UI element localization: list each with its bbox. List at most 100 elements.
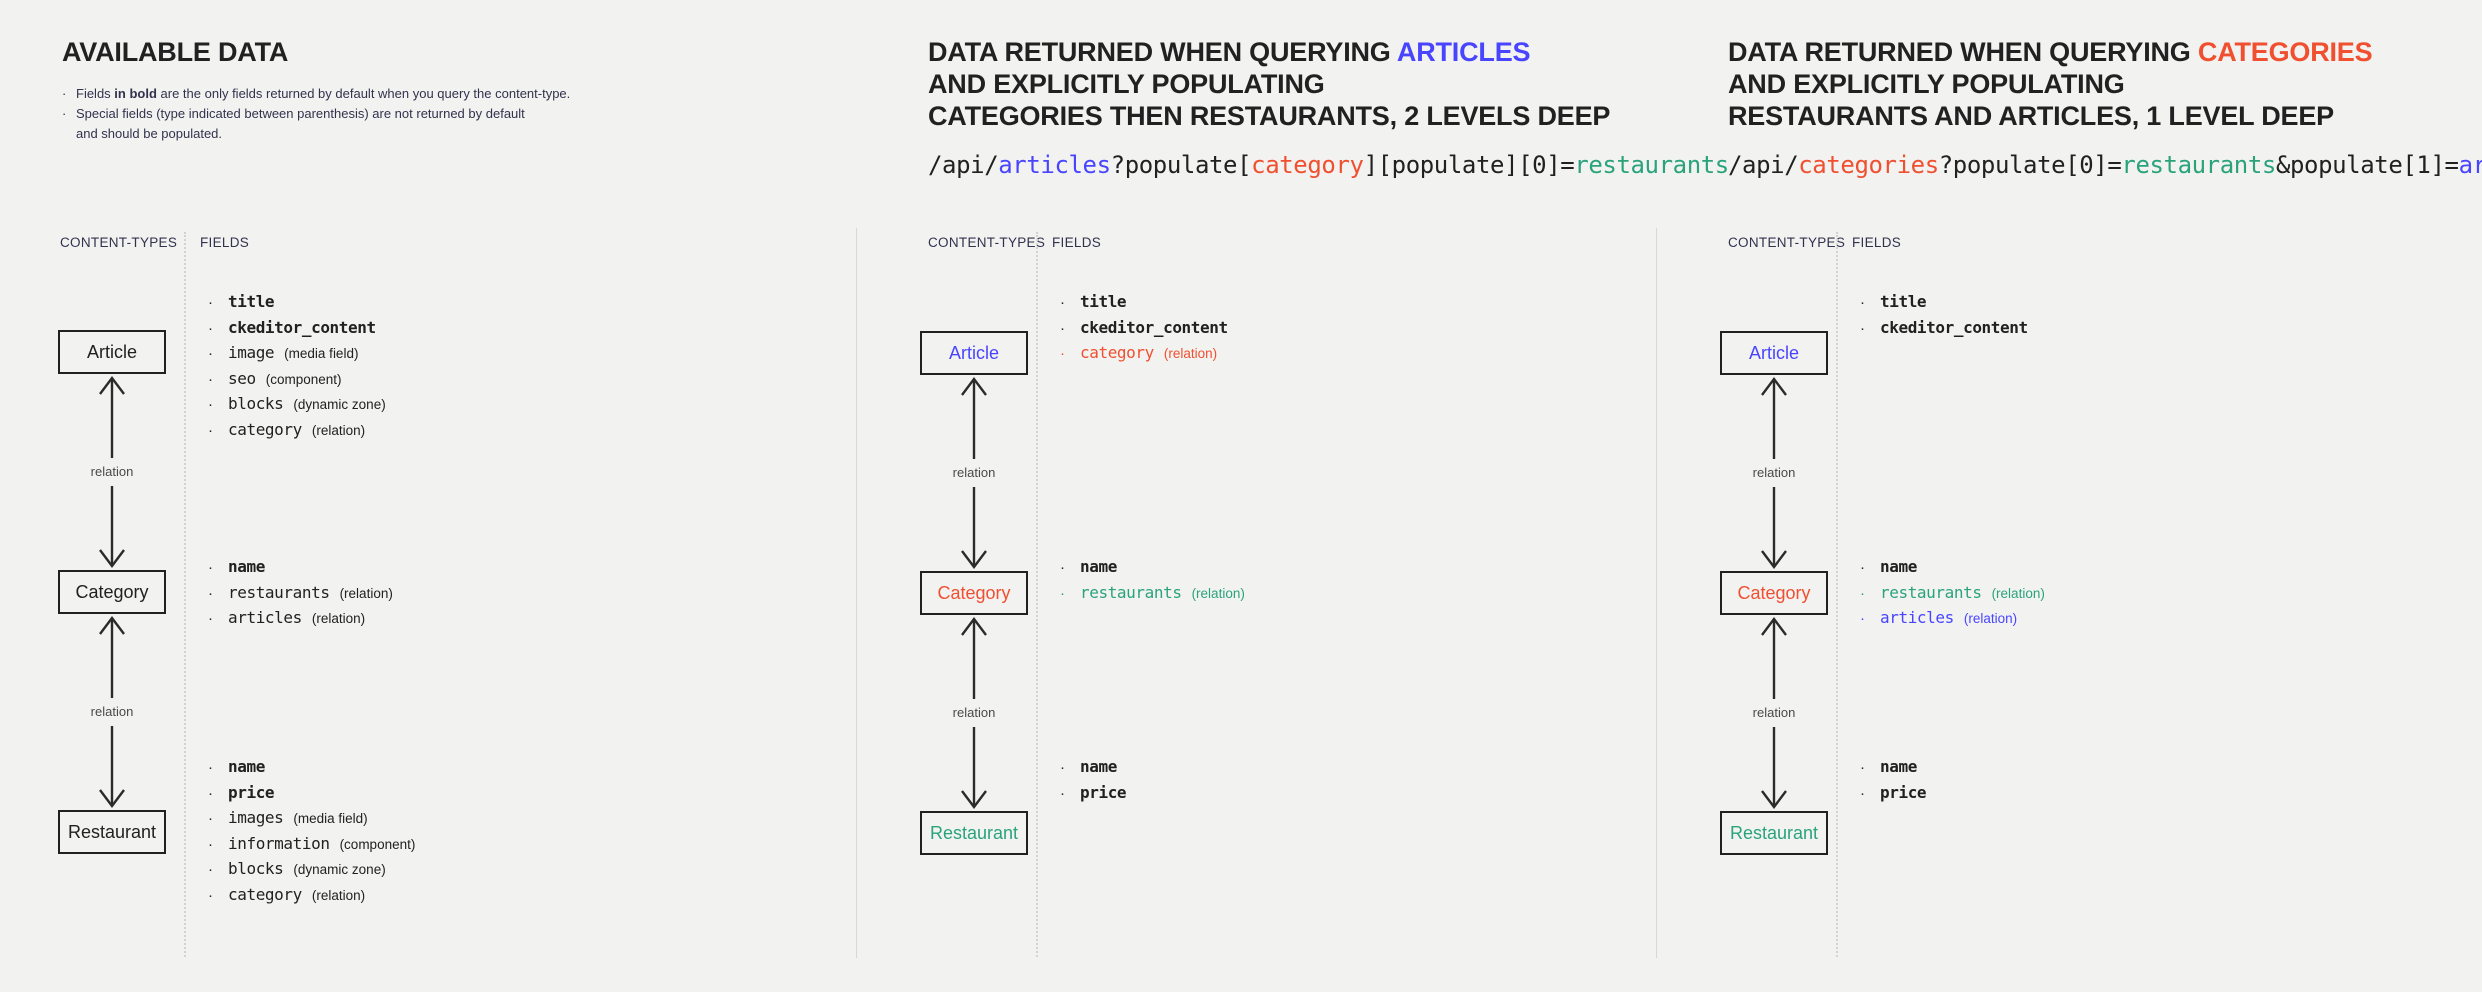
field-name: articles bbox=[1880, 608, 1954, 627]
section-query-categories: DATA RETURNED WHEN QUERYING CATEGORIES A… bbox=[1656, 0, 2482, 992]
relation-label: relation bbox=[948, 463, 1000, 483]
field-row: ·name bbox=[1860, 755, 1926, 781]
text-run-bold: in bold bbox=[114, 86, 157, 101]
list-item: and should be populated. bbox=[62, 124, 682, 144]
field-type: (relation) bbox=[1191, 585, 1245, 601]
col-header-content-types: CONTENT-TYPES bbox=[928, 235, 1046, 250]
content-type-box-article[interactable]: Article bbox=[1720, 331, 1828, 375]
bullet-icon: · bbox=[1860, 319, 1865, 337]
bullet-icon: · bbox=[1060, 759, 1065, 776]
section-title-line-3: CATEGORIES THEN RESTAURANTS, 2 LEVELS DE… bbox=[928, 100, 1610, 132]
field-type: (dynamic zone) bbox=[293, 862, 386, 877]
bullet-icon: · bbox=[208, 886, 213, 904]
section-title-line-3: RESTAURANTS AND ARTICLES, 1 LEVEL DEEP bbox=[1728, 100, 2334, 132]
field-name: images bbox=[228, 808, 284, 827]
field-list-article: ·title·ckeditor_content·image(media fiel… bbox=[208, 290, 386, 443]
bullet-icon: · bbox=[62, 106, 67, 121]
col-header-fields: FIELDS bbox=[1852, 235, 1902, 250]
field-row: ·blocks(dynamic zone) bbox=[208, 857, 415, 883]
field-name: category bbox=[1080, 343, 1154, 362]
bullet-icon: · bbox=[1060, 584, 1065, 602]
field-row: ·ckeditor_content bbox=[1060, 316, 1228, 342]
field-name: seo bbox=[228, 368, 256, 388]
field-row: ·images(media field) bbox=[208, 806, 415, 832]
section-title-line-1: DATA RETURNED WHEN QUERYING CATEGORIES bbox=[1728, 36, 2373, 68]
bullet-icon: · bbox=[1060, 294, 1065, 311]
field-name: ckeditor_content bbox=[1080, 317, 1228, 337]
content-type-box-category[interactable]: Category bbox=[920, 571, 1028, 615]
relation-label: relation bbox=[948, 703, 1000, 723]
field-type: (relation) bbox=[1963, 611, 2018, 626]
bullet-icon: · bbox=[208, 421, 213, 439]
api-url-segment: restaurants bbox=[1574, 151, 1729, 179]
bullet-icon: · bbox=[208, 610, 213, 627]
field-row: ·seo(component) bbox=[208, 367, 386, 393]
field-name: price bbox=[228, 782, 275, 802]
text-run: Special fields (type indicated between p… bbox=[76, 106, 525, 121]
content-type-label: Article bbox=[948, 343, 999, 363]
heading-run: DATA RETURNED WHEN QUERYING bbox=[1728, 37, 2198, 67]
field-row: ·name bbox=[208, 555, 393, 581]
heading-run: AND EXPLICITLY POPULATING bbox=[928, 69, 1325, 99]
dotted-divider bbox=[184, 232, 186, 957]
relation-label: relation bbox=[86, 702, 138, 722]
content-type-box-category[interactable]: Category bbox=[58, 570, 166, 614]
field-row: ·articles(relation) bbox=[1860, 606, 2045, 632]
content-type-box-restaurant[interactable]: Restaurant bbox=[58, 810, 166, 854]
field-type: (relation) bbox=[339, 585, 393, 601]
field-row: ·blocks(dynamic zone) bbox=[208, 392, 386, 418]
relation-arrow-article-category: relation bbox=[52, 374, 172, 570]
field-type: (component) bbox=[265, 371, 342, 387]
heading-run: DATA RETURNED WHEN QUERYING bbox=[928, 37, 1397, 67]
content-type-label: Category bbox=[75, 582, 149, 602]
col-header-content-types: CONTENT-TYPES bbox=[60, 235, 178, 250]
bullet-icon: · bbox=[208, 861, 213, 878]
field-name: name bbox=[228, 557, 265, 576]
col-header-fields: FIELDS bbox=[1052, 235, 1102, 250]
bullet-icon: · bbox=[208, 810, 213, 827]
content-type-box-article[interactable]: Article bbox=[58, 330, 166, 374]
field-list-restaurant: ·name·price bbox=[1060, 755, 1127, 806]
section-title: AVAILABLE DATA bbox=[62, 36, 288, 68]
col-header-fields: FIELDS bbox=[200, 235, 250, 250]
relation-label: relation bbox=[1748, 463, 1800, 483]
field-row: · name bbox=[1060, 755, 1126, 781]
field-type: (relation) bbox=[311, 422, 366, 438]
field-list-article: ·title·ckeditor_content bbox=[1860, 290, 2028, 341]
content-type-label: Restaurant bbox=[1729, 823, 1819, 843]
api-url-segment: ][populate][0]= bbox=[1363, 151, 1575, 179]
api-url-segment: articles bbox=[2458, 151, 2482, 179]
relation-arrow-article-category: relation bbox=[914, 375, 1034, 571]
content-type-box-restaurant[interactable]: Restaurant bbox=[1720, 811, 1828, 855]
field-row: ·title bbox=[1060, 290, 1228, 316]
dotted-divider bbox=[1836, 232, 1838, 957]
content-type-box-restaurant[interactable]: Restaurant bbox=[920, 811, 1028, 855]
field-row: ·restaurants(relation) bbox=[1860, 581, 2045, 607]
text-run: are the only fields returned by default … bbox=[156, 86, 571, 101]
field-name: name bbox=[1080, 757, 1117, 776]
section-query-articles: DATA RETURNED WHEN QUERYING ARTICLES AND… bbox=[856, 0, 1729, 992]
field-type: (dynamic zone) bbox=[293, 397, 386, 412]
content-type-box-category[interactable]: Category bbox=[1720, 571, 1828, 615]
field-type: (relation) bbox=[311, 887, 366, 903]
field-name: name bbox=[1880, 557, 1917, 576]
api-url-segment: /api/ bbox=[1728, 151, 1799, 179]
field-row: ·title bbox=[1860, 290, 2028, 316]
field-name: image bbox=[228, 343, 275, 362]
bullet-icon: · bbox=[208, 345, 213, 362]
relation-arrow-category-restaurant: relation bbox=[52, 614, 172, 810]
content-type-box-article[interactable]: Article bbox=[920, 331, 1028, 375]
bullet-icon: · bbox=[208, 835, 213, 853]
field-name: restaurants bbox=[1080, 582, 1182, 602]
intro-bullet-text: and should be populated. bbox=[76, 124, 682, 144]
text-run: and should be populated. bbox=[76, 126, 223, 141]
field-list-category: ·name·restaurants(relation)·articles(rel… bbox=[208, 555, 393, 632]
field-name: price bbox=[1880, 782, 1927, 802]
field-name: articles bbox=[228, 608, 302, 627]
field-row: ·ckeditor_content bbox=[1860, 316, 2028, 342]
bullet-icon: · bbox=[208, 784, 213, 802]
relation-label: relation bbox=[1748, 703, 1800, 723]
text-run: Fields bbox=[76, 86, 115, 101]
field-row: ·category(relation) bbox=[1060, 341, 1228, 367]
bullet-icon: · bbox=[62, 86, 67, 101]
